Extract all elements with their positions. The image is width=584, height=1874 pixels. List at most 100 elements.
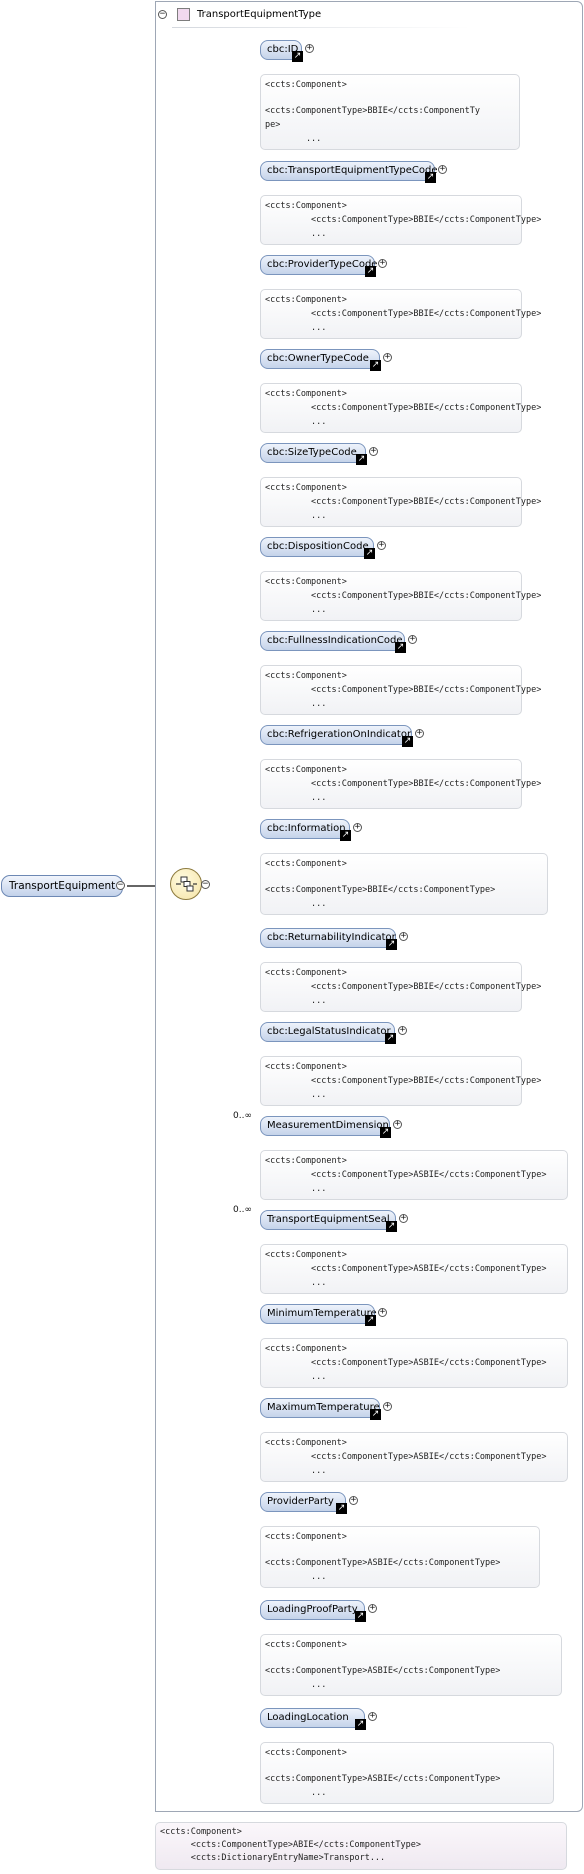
element-label: MaximumTemperature [267, 1402, 380, 1413]
annotation-line: <ccts:ComponentType>ABIE</ccts:Component… [160, 1840, 421, 1850]
annotation-line: ... [265, 793, 327, 803]
expand-icon[interactable]: + [377, 540, 386, 550]
element-node[interactable]: cbc:FullnessIndicationCode [260, 631, 405, 651]
annotation-line: <ccts:ComponentType>BBIE</ccts:Component… [265, 403, 542, 413]
annotation-line: ... [265, 899, 327, 909]
expand-icon[interactable]: + [383, 352, 392, 362]
annotation-line: <ccts:Component> [265, 1640, 347, 1650]
type-name: TransportEquipmentType [197, 9, 322, 20]
annotation-box: <ccts:Component> <ccts:ComponentType>BBI… [260, 1056, 541, 1106]
expand-icon[interactable]: + [353, 822, 362, 832]
element-node[interactable]: cbc:LegalStatusIndicator [260, 1022, 395, 1042]
annotation-line: <ccts:Component> [265, 1062, 347, 1072]
annotation-line: <ccts:Component> [265, 1532, 347, 1542]
annotation-line: <ccts:Component> [265, 1344, 347, 1354]
annotation-box: <ccts:Component> <ccts:ComponentType>BBI… [260, 289, 542, 339]
annotation-line: <ccts:Component> [265, 577, 347, 587]
element-node[interactable]: cbc:ProviderTypeCode [260, 255, 377, 275]
annotation-line: ... [265, 996, 327, 1006]
annotation-line: ... [265, 417, 327, 427]
expand-icon[interactable]: + [398, 1025, 407, 1035]
root-element-node[interactable]: TransportEquipment [1, 875, 124, 897]
expand-icon[interactable]: + [349, 1495, 358, 1505]
element-node[interactable]: MinimumTemperature [260, 1304, 377, 1324]
annotation-line: <ccts:Component> [265, 671, 347, 681]
expand-icon[interactable]: + [383, 1401, 392, 1411]
annotation-line: <ccts:ComponentType>BBIE</ccts:Component… [265, 309, 542, 319]
annotation-box: <ccts:Component> <ccts:ComponentType>BBI… [260, 962, 541, 1012]
annotation-line: ... [265, 229, 327, 239]
element-node[interactable]: cbc:RefrigerationOnIndicator [260, 725, 412, 745]
element-label: MinimumTemperature [267, 1308, 377, 1319]
annotation-box: <ccts:Component><ccts:ComponentType>ASBI… [260, 1526, 540, 1588]
annotation-line: <ccts:Component> [265, 765, 347, 775]
annotation-line: ... [265, 1466, 327, 1476]
annotation-box: <ccts:Component> <ccts:ComponentType>BBI… [260, 477, 542, 527]
reference-arrow-icon: ↗ [402, 736, 413, 747]
reference-arrow-icon: ↗ [355, 1611, 366, 1622]
element-node[interactable]: MaximumTemperature [260, 1398, 380, 1418]
annotation-line: <ccts:Component> [160, 1827, 242, 1837]
annotation-line: ... [265, 1572, 327, 1582]
element-node[interactable]: cbc:ReturnabilityIndicator [260, 928, 396, 948]
element-label: LoadingLocation [267, 1712, 349, 1723]
element-node[interactable]: cbc:SizeTypeCode [260, 443, 366, 463]
annotation-line: <ccts:ComponentType>BBIE</ccts:Component… [265, 685, 542, 695]
type-header: − TransportEquipmentType [158, 7, 321, 23]
reference-arrow-icon: ↗ [370, 1409, 381, 1420]
element-node[interactable]: cbc:DispositionCode [260, 537, 374, 557]
expand-icon[interactable]: + [408, 634, 417, 644]
element-node[interactable]: MeasurementDimension [260, 1116, 390, 1136]
sequence-collapse-icon[interactable]: − [201, 879, 210, 889]
annotation-line: <ccts:ComponentType>ASBIE</ccts:Componen… [265, 1264, 547, 1274]
reference-arrow-icon: ↗ [425, 172, 436, 183]
occurrence-label: 0..∞ [233, 1111, 252, 1121]
annotation-box: <ccts:Component><ccts:ComponentType>ASBI… [260, 1634, 562, 1696]
element-node[interactable]: cbc:ID [260, 40, 302, 60]
expand-icon[interactable]: + [393, 1119, 402, 1129]
expand-icon[interactable]: + [378, 1307, 387, 1317]
expand-icon[interactable]: + [399, 931, 408, 941]
element-node[interactable]: ProviderParty [260, 1492, 346, 1512]
element-label: cbc:RefrigerationOnIndicator [267, 729, 412, 740]
expand-icon[interactable]: + [438, 164, 447, 174]
annotation-box: <ccts:Component> <ccts:ComponentType>BBI… [260, 665, 542, 715]
sequence-compositor[interactable] [170, 868, 202, 900]
annotation-line: <ccts:ComponentType>BBIE</ccts:Component… [265, 779, 542, 789]
expand-icon[interactable]: + [415, 728, 424, 738]
expand-icon[interactable]: + [399, 1213, 408, 1223]
annotation-line: <ccts:Component> [265, 1438, 347, 1448]
reference-arrow-icon: ↗ [356, 454, 367, 465]
annotation-box: <ccts:Component> <ccts:ComponentType>ASB… [260, 1338, 568, 1388]
annotation-box: <ccts:Component> <ccts:ComponentType>BBI… [260, 383, 542, 433]
expand-icon[interactable]: + [305, 43, 314, 53]
annotation-line: ... [265, 1372, 327, 1382]
reference-arrow-icon: ↗ [380, 1127, 391, 1138]
reference-arrow-icon: ↗ [336, 1503, 347, 1514]
annotation-line [265, 1544, 535, 1556]
collapse-type-icon[interactable]: − [158, 8, 167, 19]
expand-icon[interactable]: + [378, 258, 387, 268]
annotation-line: ... [265, 1184, 327, 1194]
element-node[interactable]: cbc:OwnerTypeCode [260, 349, 380, 369]
expand-icon[interactable]: + [368, 1603, 377, 1613]
annotation-line: <ccts:Component> [265, 968, 347, 978]
element-node[interactable]: cbc:TransportEquipmentTypeCode [260, 161, 438, 181]
reference-arrow-icon: ↗ [395, 642, 406, 653]
reference-arrow-icon: ↗ [340, 830, 351, 841]
element-node[interactable]: LoadingLocation [260, 1708, 365, 1728]
element-node[interactable]: LoadingProofParty [260, 1600, 365, 1620]
annotation-line: <ccts:ComponentType>ASBIE</ccts:Componen… [265, 1358, 547, 1368]
reference-arrow-icon: ↗ [365, 1315, 376, 1326]
root-collapse-icon[interactable]: − [116, 880, 125, 890]
element-label: cbc:OwnerTypeCode [267, 353, 369, 364]
annotation-line: <ccts:ComponentType>BBIE</ccts:Component… [265, 497, 542, 507]
element-node[interactable]: TransportEquipmentSeal [260, 1210, 396, 1230]
expand-icon[interactable]: + [369, 446, 378, 456]
expand-icon[interactable]: + [368, 1711, 377, 1721]
element-label: cbc:ID [267, 44, 299, 55]
annotation-line: ... [265, 1680, 327, 1690]
element-node[interactable]: cbc:Information [260, 819, 350, 839]
annotation-line: ... [265, 511, 327, 521]
annotation-box: <ccts:Component><ccts:ComponentType>ASBI… [260, 1742, 554, 1804]
